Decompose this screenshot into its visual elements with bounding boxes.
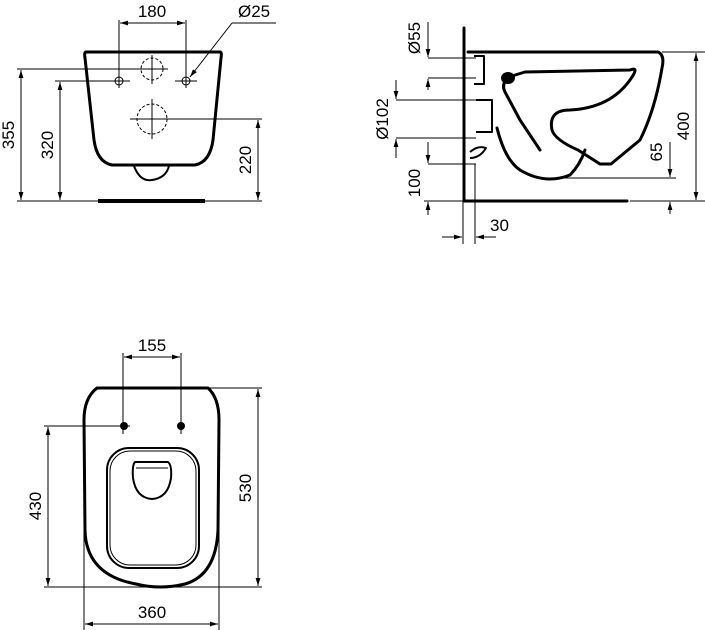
seat-opening-inner [109,450,197,566]
dim-inlet-diameter: Ø55 [405,22,424,54]
dim-seat-fixing-spacing: 155 [138,336,166,355]
dim-bottom-clearance: 65 [647,143,666,162]
dim-overall-width: 360 [138,603,166,622]
side-view: Ø55 Ø102 100 30 400 65 [373,22,705,244]
dim-fixing-hole-diameter: Ø25 [238,2,270,21]
dim-fixing-height: 320 [38,131,57,159]
rear-view: 180 Ø25 355 320 220 [0,2,276,203]
bowl-outlet-shape [131,461,173,500]
dim-overall-length: 530 [236,474,255,502]
dim-fixing-to-front: 430 [26,492,45,520]
rear-outlet-lip [133,165,170,182]
dim-outlet-height-from-floor: 100 [405,169,424,197]
seat-opening-outer [106,447,200,569]
dim-bowl-height: 400 [674,112,693,140]
rear-bowl-outline [83,50,223,167]
dim-fixing-spacing: 180 [138,2,166,21]
dim-outlet-height: 220 [236,146,255,174]
side-bowl-outline [466,50,665,166]
dim-wall-offset: 30 [490,216,509,235]
inlet-connector [501,72,515,84]
dim-overall-height: 355 [0,121,18,149]
top-view: 155 430 530 360 [26,336,262,630]
dim-outlet-diameter: Ø102 [373,98,392,140]
